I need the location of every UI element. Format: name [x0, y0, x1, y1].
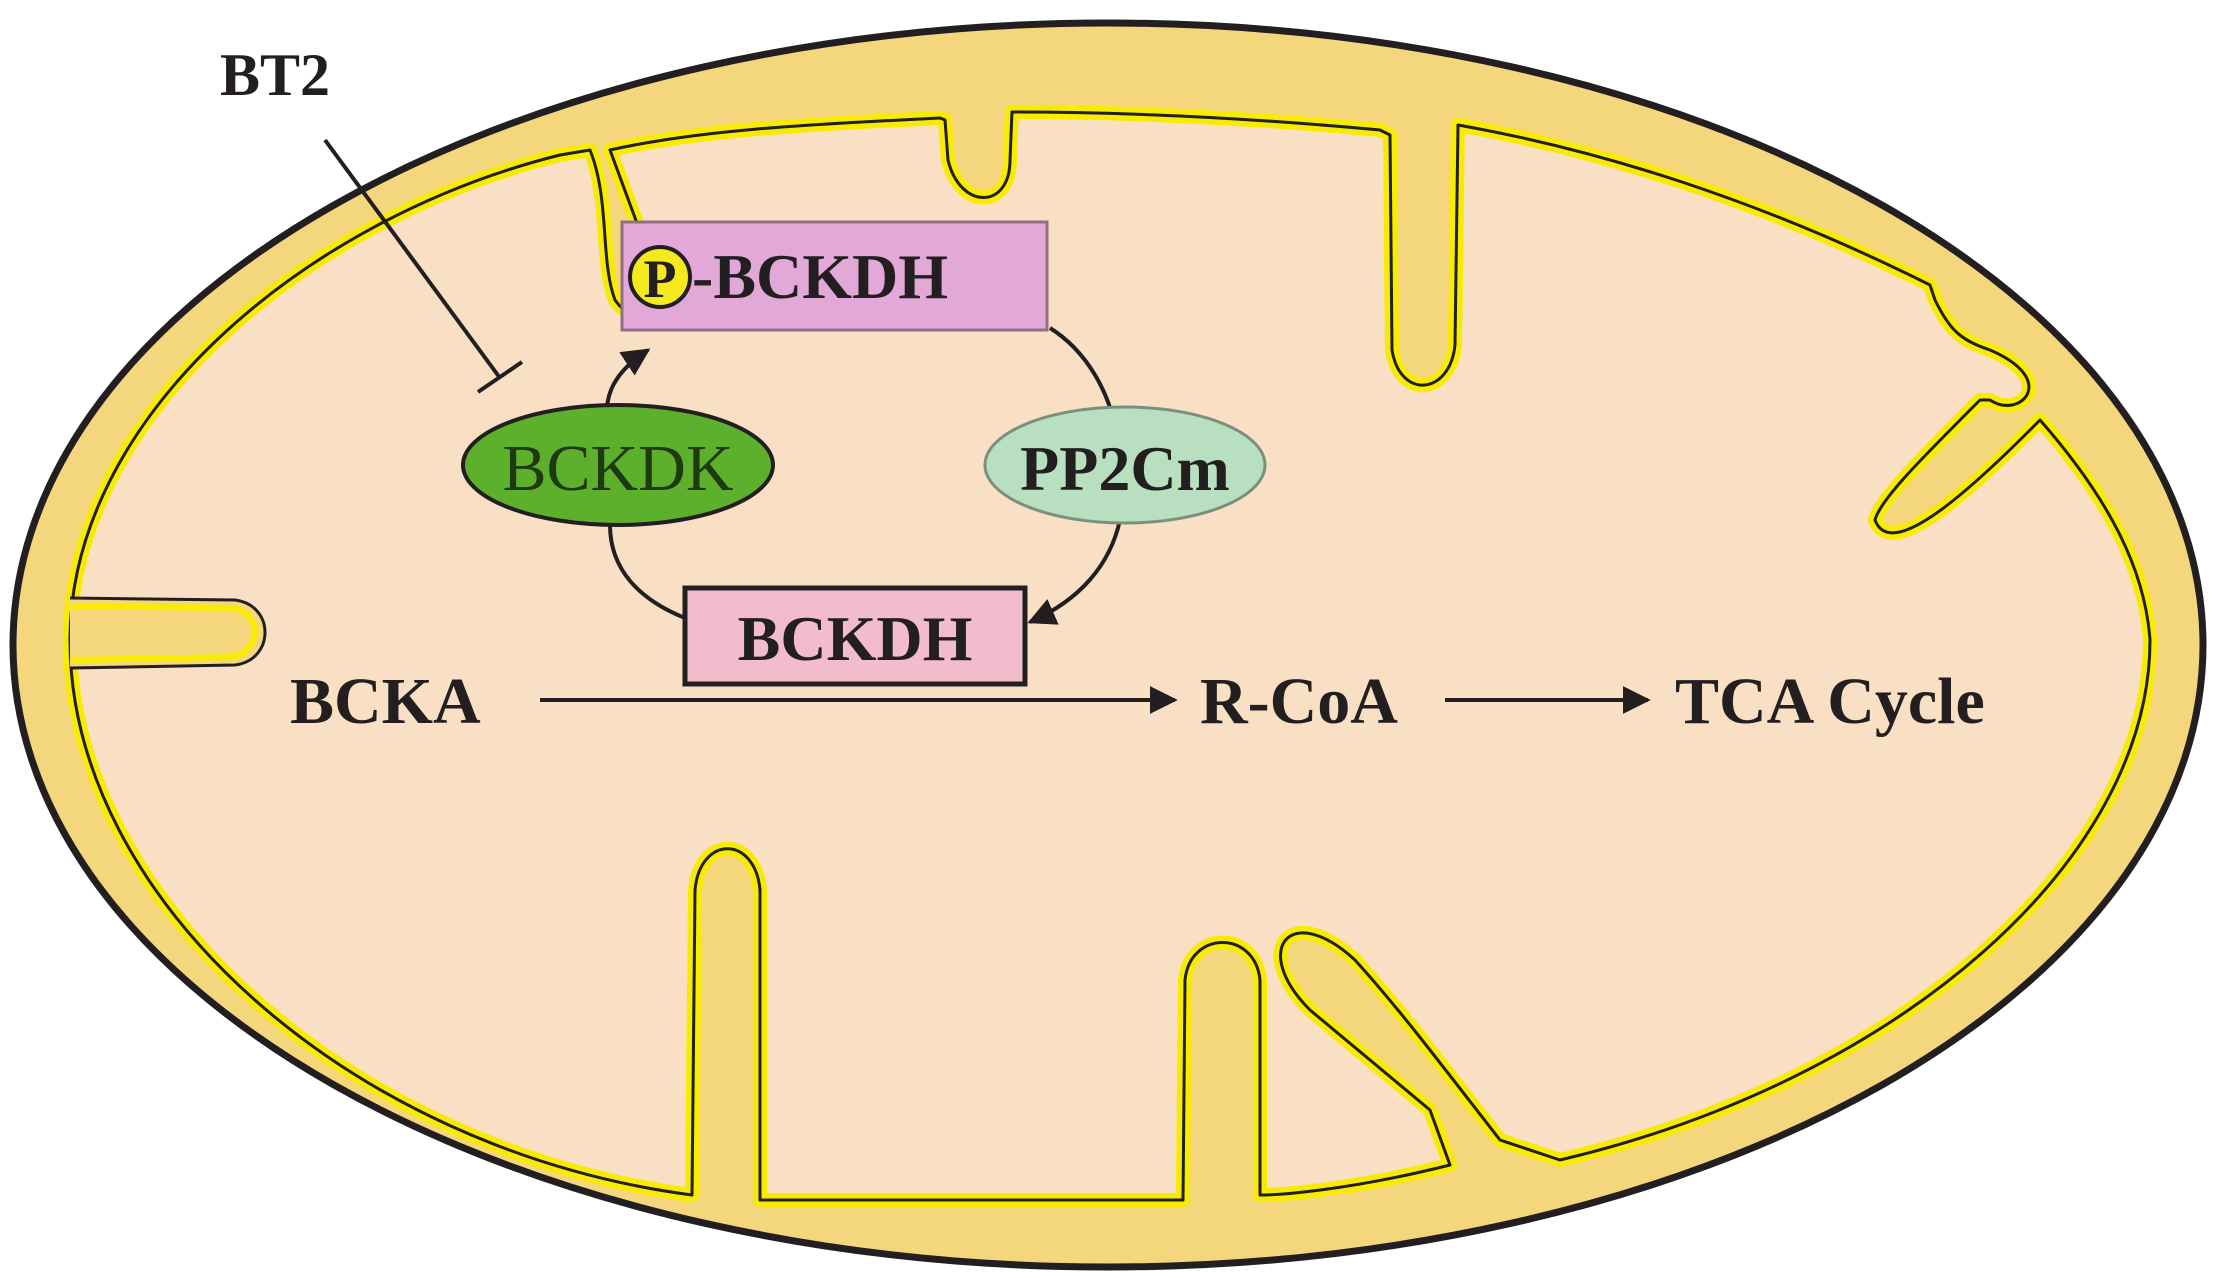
phospho-symbol: P	[644, 249, 677, 309]
inhibition-line	[323, 138, 502, 380]
bckdk-node	[461, 403, 775, 527]
inner-membrane	[63, 105, 2157, 1208]
crista-left	[69, 596, 267, 670]
phospho-circle	[628, 245, 692, 309]
cycle-arc-enzyme-to-kinase	[608, 524, 686, 620]
matrix-outline	[68, 110, 2152, 1202]
bckdh-box	[682, 585, 1028, 687]
bckdh-label: BCKDH	[738, 603, 973, 674]
bckdk-label: BCKDK	[502, 432, 733, 505]
bcka-label: BCKA	[290, 665, 481, 738]
crista-left-inner	[71, 603, 258, 663]
phospho-bckdh-box	[620, 220, 1049, 332]
inhibition-bar	[476, 360, 524, 394]
cycle-arc-phosphatase-to-enzyme	[1027, 519, 1122, 625]
matrix-with-cristae	[63, 105, 2157, 1208]
phospho-bckdh-label: -BCKDH	[692, 241, 948, 312]
inhibitor-label: BT2	[220, 42, 330, 108]
pp2cm-label: PP2Cm	[1020, 433, 1230, 504]
rcoa-label: R-CoA	[1200, 665, 1398, 738]
tca-cycle-label: TCA Cycle	[1675, 665, 1985, 738]
pp2cm-node	[983, 405, 1267, 525]
